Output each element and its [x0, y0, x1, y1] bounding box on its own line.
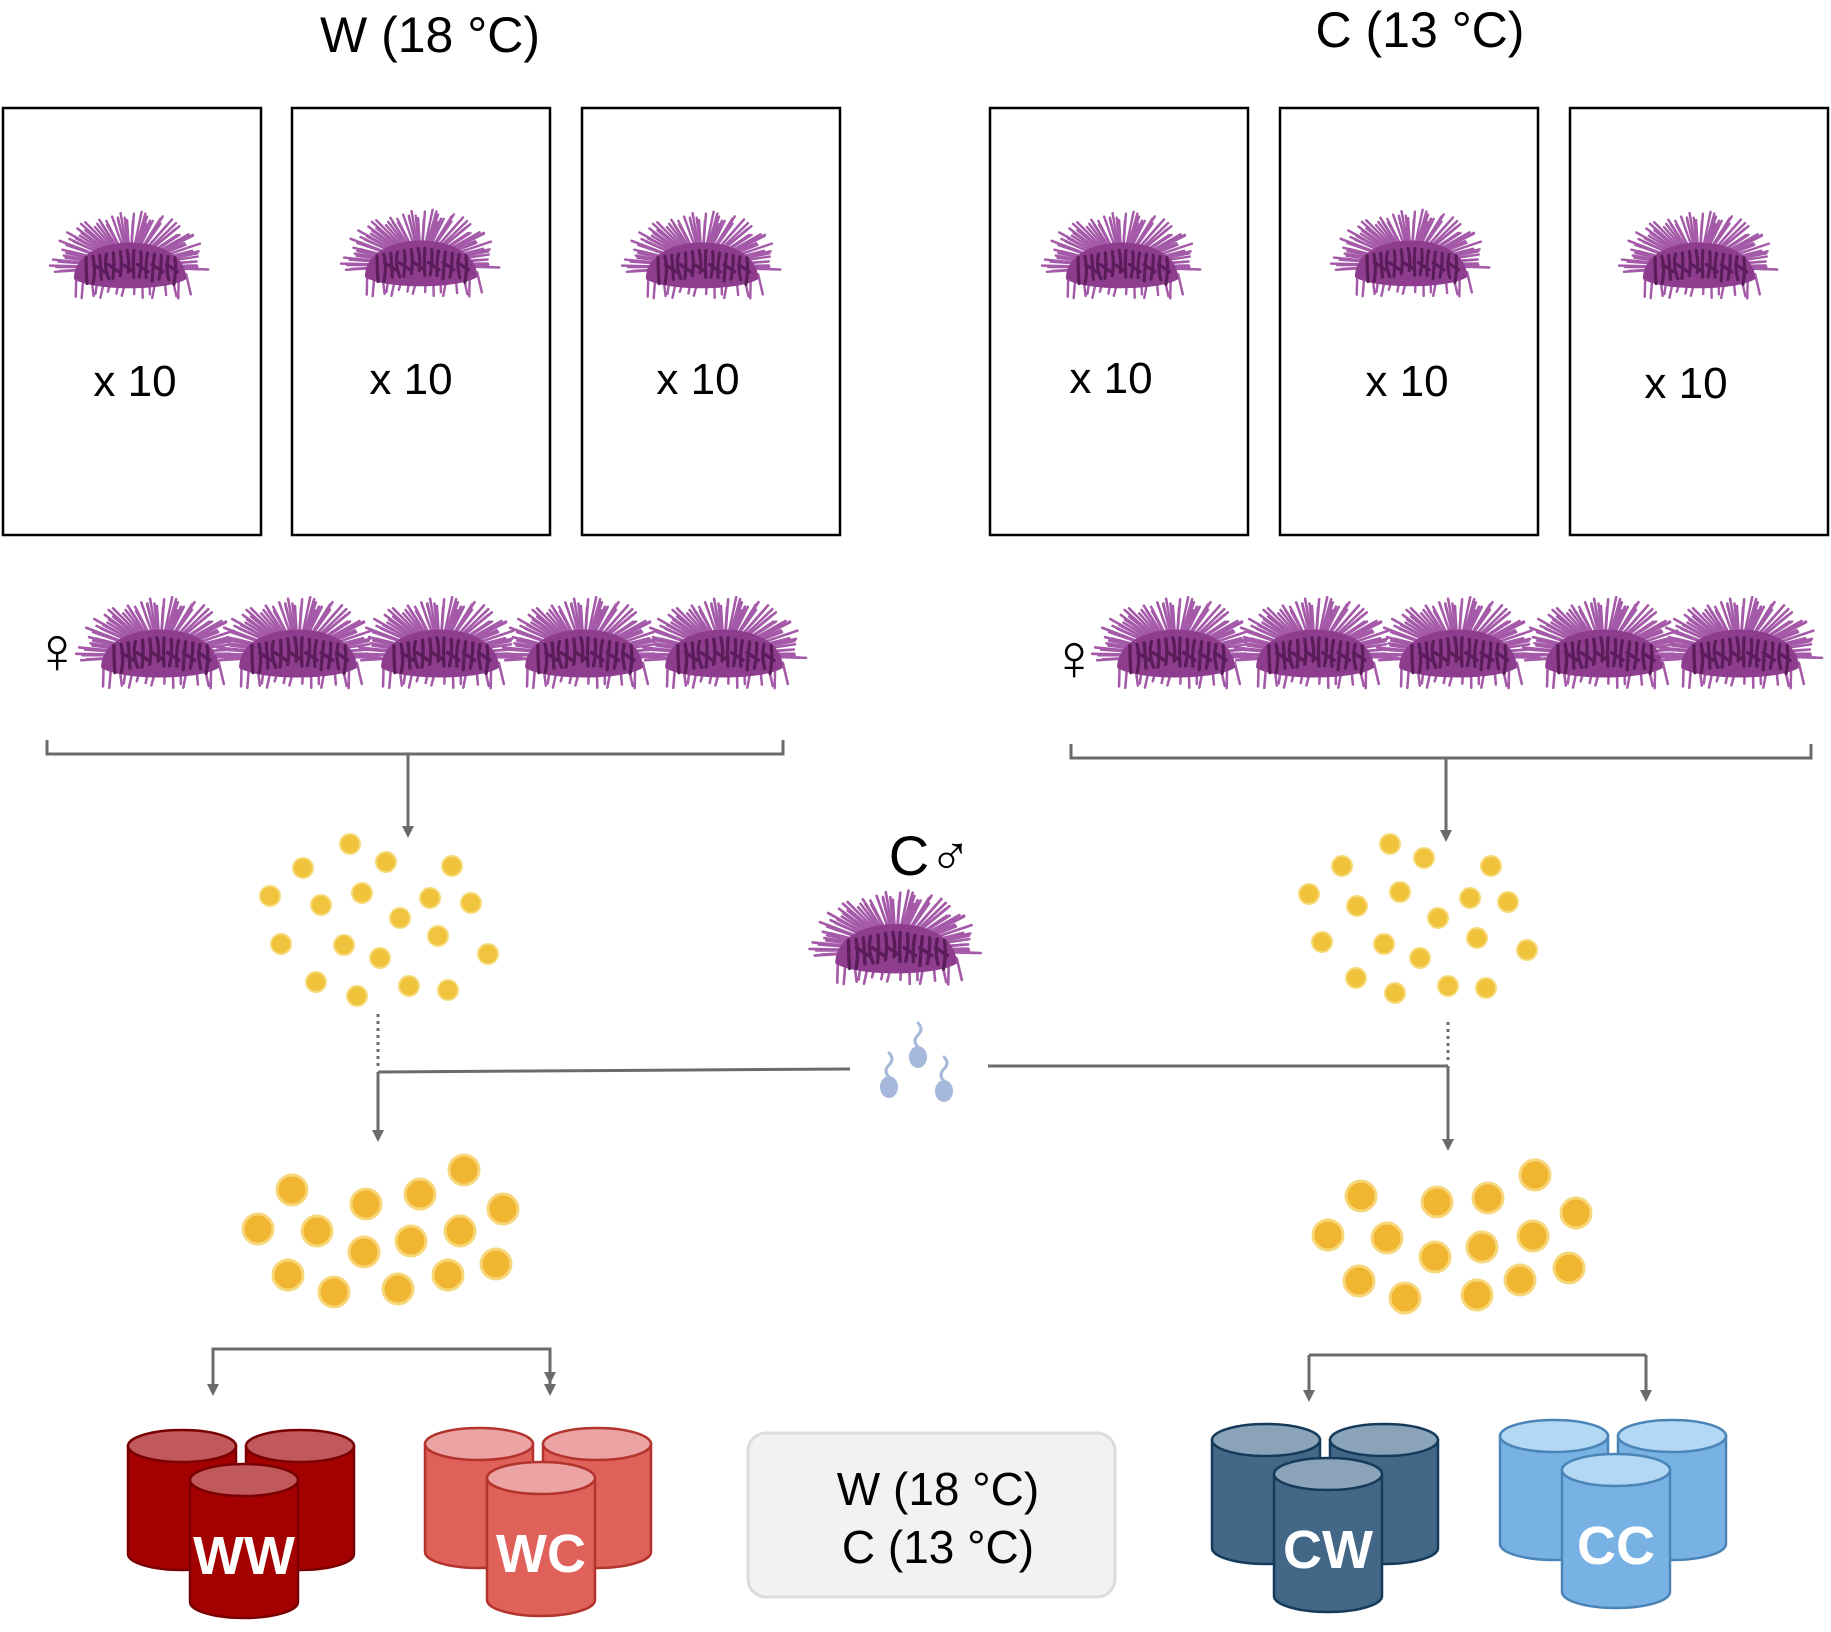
tank-box — [290, 106, 552, 537]
fertilized-eggs-cold — [1311, 1158, 1593, 1315]
fertilization-connectors — [372, 1014, 1454, 1151]
sea-urchin-icon — [1040, 210, 1202, 300]
treatment-label: CW — [1283, 1520, 1373, 1580]
cold-tanks: x 10 x 10 x 10 — [988, 106, 1830, 537]
fertilized-eggs-warm — [241, 1153, 520, 1309]
legend-line-cold: C (13 °C) — [842, 1521, 1034, 1573]
tank-count-label: x 10 — [93, 357, 176, 406]
warm-females — [74, 596, 808, 690]
sea-urchin-icon — [1617, 210, 1779, 300]
tank-box — [580, 106, 842, 537]
sea-urchin-icon — [339, 208, 501, 298]
legend-line-warm: W (18 °C) — [837, 1463, 1039, 1515]
unfertilized-eggs-cold — [1298, 833, 1538, 1004]
legend-box — [746, 1431, 1117, 1599]
sperm-icon — [880, 1021, 953, 1102]
sea-urchin-icon — [498, 596, 668, 690]
tank-box — [1278, 106, 1540, 537]
tank-group-cc: CC — [1498, 1418, 1728, 1610]
treatment-label: WW — [193, 1526, 295, 1586]
treatment-label: CC — [1577, 1516, 1655, 1576]
cold-split-arrows — [1303, 1353, 1652, 1402]
sea-urchin-icon — [1329, 208, 1491, 298]
tank-count-label: x 10 — [1644, 359, 1727, 408]
tank-group-wc: WC — [423, 1426, 653, 1618]
warm-female-bracket — [45, 740, 785, 838]
sea-urchin-icon — [1090, 596, 1260, 690]
tank-group-cw: CW — [1210, 1422, 1440, 1614]
tank-group-ww: WW — [126, 1428, 356, 1620]
sea-urchin-icon — [1654, 596, 1824, 690]
sea-urchin-icon — [638, 596, 808, 690]
temperature-legend: W (18 °C) C (13 °C) — [746, 1431, 1117, 1599]
tank-count-label: x 10 — [656, 355, 739, 404]
sea-urchin-icon — [48, 210, 210, 300]
tank-count-label: x 10 — [369, 355, 452, 404]
sea-urchin-icon — [620, 210, 782, 300]
cold-group-title: C (13 °C) — [1316, 2, 1525, 58]
warm-tanks: x 10 x 10 x 10 — [1, 106, 842, 537]
tank-box — [988, 106, 1250, 537]
sea-urchin-icon — [1518, 596, 1688, 690]
unfertilized-eggs-warm — [259, 833, 499, 1007]
cold-females — [1090, 596, 1824, 690]
sea-urchin-icon — [74, 596, 244, 690]
sea-urchin-icon — [1372, 596, 1542, 690]
male-label: C♂ — [889, 824, 971, 887]
female-symbol-cold: ♀ — [1049, 620, 1099, 694]
female-symbol-warm: ♀ — [32, 613, 82, 687]
male-sea-urchin-icon — [808, 889, 983, 986]
tank-count-label: x 10 — [1069, 354, 1152, 403]
sea-urchin-icon — [212, 596, 382, 690]
warm-split-arrows — [207, 1347, 556, 1396]
warm-group-title: W (18 °C) — [320, 7, 540, 63]
sea-urchin-icon — [354, 596, 524, 690]
cold-female-bracket — [1069, 744, 1813, 842]
treatment-label: WC — [496, 1524, 586, 1584]
tank-box — [1568, 106, 1830, 537]
tank-count-label: x 10 — [1365, 357, 1448, 406]
sea-urchin-icon — [1229, 596, 1399, 690]
tank-box — [1, 106, 263, 537]
